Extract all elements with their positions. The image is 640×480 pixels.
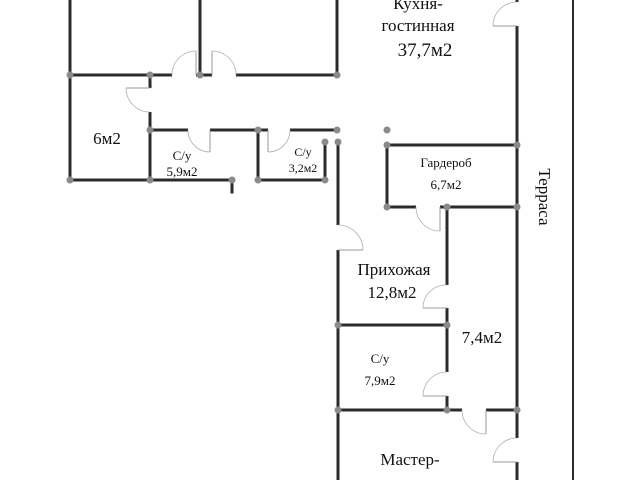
door-top-left-1 bbox=[171, 50, 197, 76]
walls bbox=[68, 0, 519, 480]
door-room-right bbox=[422, 284, 448, 309]
bathroom-3-name: С/у bbox=[371, 351, 390, 366]
door-6m2 bbox=[125, 87, 151, 113]
kitchen-living-area: 37,7м2 bbox=[398, 40, 453, 61]
door-terrace-bottom bbox=[492, 437, 518, 463]
door-wardrobe bbox=[415, 206, 441, 232]
wardrobe-area: 6,7м2 bbox=[431, 177, 462, 192]
doors bbox=[125, 1, 518, 463]
door-gaps bbox=[147, 2, 520, 462]
door-terrace-top bbox=[492, 1, 518, 27]
room-right-area: 7,4м2 bbox=[462, 328, 503, 347]
terrace-name: Терраса bbox=[535, 168, 554, 226]
room-left-area: 6м2 bbox=[93, 129, 121, 148]
door-master bbox=[461, 409, 487, 435]
hallway-area: 12,8м2 bbox=[367, 283, 416, 302]
door-bathroom-2 bbox=[267, 129, 291, 153]
kitchen-living-name-line2: гостинная bbox=[381, 16, 454, 35]
wardrobe-name: Гардероб bbox=[420, 155, 472, 170]
terrace-boundary bbox=[516, 0, 574, 480]
kitchen-living-name-line1: Кухня- bbox=[393, 0, 443, 13]
room-labels: Кухня- гостинная 37,7м2 6м2 С/у 5,9м2 С/… bbox=[93, 0, 554, 469]
bathroom-3-area: 7,9м2 bbox=[365, 373, 396, 388]
bathroom-1-area: 5,9м2 bbox=[167, 164, 198, 179]
hallway-name: Прихожая bbox=[358, 260, 431, 279]
master-name-line1: Мастер- bbox=[380, 450, 440, 469]
door-top-left-2 bbox=[211, 50, 237, 76]
door-bathroom-1 bbox=[187, 129, 211, 153]
door-bathroom-3 bbox=[422, 371, 448, 397]
wall-nodes bbox=[66, 71, 521, 414]
door-hallway bbox=[337, 224, 364, 251]
bathroom-2-name: С/у bbox=[294, 145, 311, 159]
bathroom-1-name: С/у bbox=[173, 148, 192, 163]
bathroom-2-area: 3,2м2 bbox=[289, 161, 318, 175]
